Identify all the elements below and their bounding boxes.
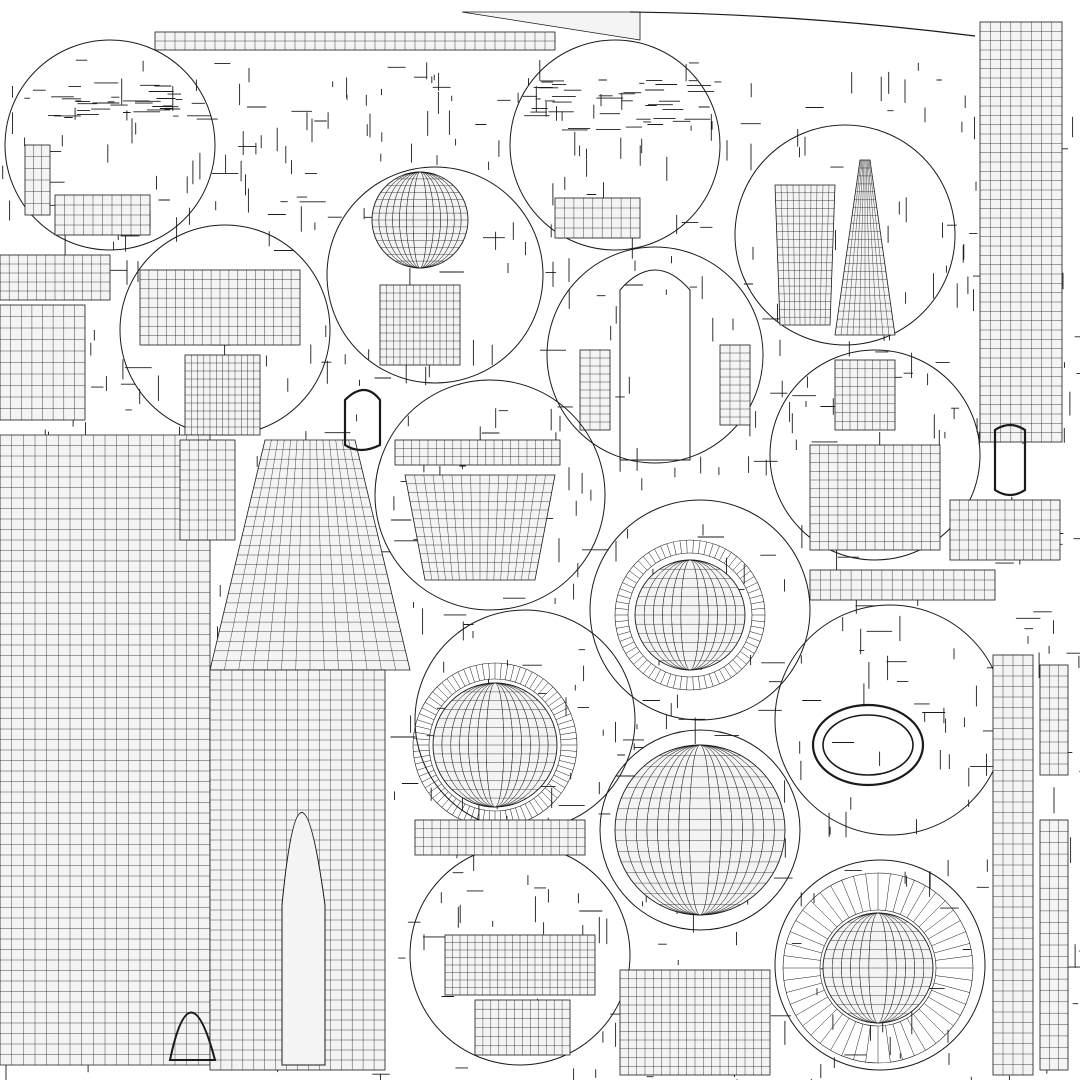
uv-island bbox=[184, 354, 261, 436]
uv-top-curve bbox=[629, 11, 976, 37]
uv-circle-stadium bbox=[774, 604, 1006, 836]
uv-arch-island bbox=[168, 1011, 217, 1061]
uv-island bbox=[54, 194, 151, 236]
uv-circle-dome-2 bbox=[589, 499, 811, 721]
uv-top-wedge bbox=[461, 11, 641, 41]
uv-island bbox=[1039, 819, 1069, 1071]
uv-island bbox=[719, 344, 751, 426]
uv-island bbox=[554, 197, 641, 239]
uv-tower-island-a bbox=[774, 184, 836, 326]
uv-circle-right bbox=[769, 349, 981, 561]
uv-circle-mid bbox=[374, 379, 606, 611]
uv-dome-top bbox=[371, 171, 469, 269]
uv-cone-island bbox=[404, 474, 556, 581]
uv-small-bowl-right bbox=[993, 423, 1027, 497]
uv-circle-top-right bbox=[734, 124, 956, 346]
uv-island bbox=[579, 349, 611, 431]
uv-ring-strips bbox=[782, 872, 974, 1064]
uv-ring-strips bbox=[614, 539, 766, 691]
uv-strip-cluster bbox=[524, 79, 715, 131]
uv-stadium-ring bbox=[811, 703, 925, 787]
uv-circle-top-left bbox=[4, 39, 216, 251]
uv-island bbox=[414, 819, 586, 856]
uv-loop-island bbox=[619, 269, 691, 461]
uv-tower-panel-left bbox=[0, 434, 211, 1066]
uv-island bbox=[809, 569, 996, 601]
uv-island bbox=[0, 254, 111, 301]
uv-circle-dome-4 bbox=[599, 729, 801, 931]
uv-dome-arena bbox=[822, 912, 934, 1024]
uv-island bbox=[24, 144, 51, 216]
uv-island bbox=[139, 269, 301, 346]
uv-island bbox=[949, 499, 1061, 561]
uv-island bbox=[394, 439, 561, 466]
uv-stadium-inner-ring bbox=[822, 714, 914, 776]
uv-circle-dome-1 bbox=[326, 166, 544, 384]
uv-strip-cluster bbox=[24, 82, 218, 120]
uv-dome-lower-left bbox=[432, 682, 558, 808]
uv-circle-arena bbox=[774, 859, 986, 1071]
uv-small-bowl-left bbox=[343, 388, 382, 452]
uv-island bbox=[179, 439, 236, 541]
uv-island bbox=[444, 934, 596, 996]
uv-island bbox=[379, 284, 461, 366]
uv-tower-tip bbox=[281, 812, 326, 1066]
uv-island bbox=[474, 999, 571, 1056]
uv-right-tall-column bbox=[979, 21, 1063, 443]
uv-tower-panel-spire bbox=[209, 439, 411, 671]
uv-island bbox=[809, 444, 941, 551]
uv-dome-mid bbox=[634, 559, 746, 671]
uv-island bbox=[0, 304, 86, 421]
uv-circle-top-center bbox=[509, 39, 721, 251]
uv-island bbox=[1039, 664, 1069, 776]
uv-right-column-lower bbox=[992, 654, 1034, 1076]
uv-dome-large bbox=[614, 744, 786, 916]
uv-circle-center bbox=[546, 246, 764, 464]
uv-top-strip bbox=[154, 31, 556, 51]
uv-tower-island-b bbox=[834, 159, 896, 336]
uv-island bbox=[834, 359, 896, 431]
uv-island bbox=[619, 969, 771, 1076]
